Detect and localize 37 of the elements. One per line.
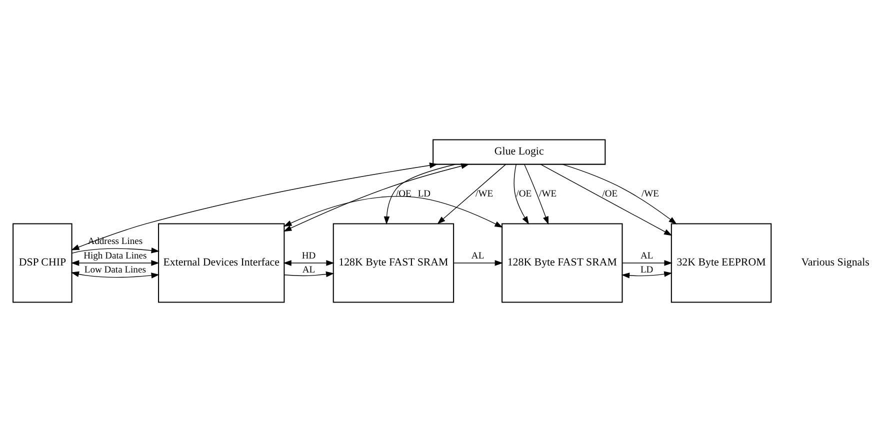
edge-label: /WE — [539, 188, 557, 200]
arrow — [562, 164, 677, 224]
arrow — [437, 164, 506, 224]
edge-label: HD — [302, 250, 316, 261]
edge-label: Low Data Lines — [84, 264, 146, 276]
edge-label: /OE — [516, 188, 532, 200]
edge-label: High Data Lines — [84, 250, 147, 261]
node-box: External Devices Interface — [158, 222, 285, 302]
arrow — [70, 260, 160, 266]
edge-label: /WE — [641, 188, 659, 200]
arrow — [621, 270, 672, 278]
edge-label: LD — [640, 264, 654, 276]
arrow — [514, 164, 530, 224]
arrow — [540, 163, 672, 236]
edge-label: AL — [471, 250, 484, 261]
edge-label: /OE — [602, 188, 618, 200]
arrow — [283, 196, 503, 228]
arrow — [524, 164, 549, 224]
node-box: 32K Byte EEPROM — [670, 222, 772, 302]
node-box: DSP CHIP — [12, 222, 72, 302]
arrow — [284, 270, 334, 277]
node-box: Glue Logic — [432, 138, 606, 164]
arrow — [72, 247, 160, 253]
node-box: 128K Byte FAST SRAM — [502, 222, 623, 302]
edge-label: LD — [418, 188, 431, 200]
arrow — [453, 260, 504, 266]
label: Various Signals — [801, 256, 870, 268]
edge-label: AL — [640, 250, 654, 261]
arrow — [622, 260, 672, 266]
arrow — [71, 162, 438, 250]
arrow — [70, 270, 160, 278]
arrow — [283, 260, 334, 266]
edge-label: /WE — [476, 188, 494, 200]
arrow — [384, 164, 456, 224]
arrow — [283, 162, 470, 232]
node-box: 128K Byte FAST SRAM — [332, 222, 454, 302]
edge-label: AL — [302, 264, 316, 276]
